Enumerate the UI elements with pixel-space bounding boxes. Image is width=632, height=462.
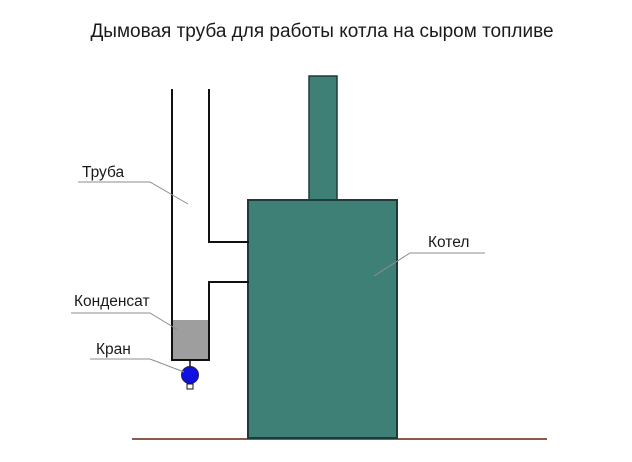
condensate-label: Конденсат (74, 293, 150, 310)
boiler-exhaust-stub (308, 75, 338, 201)
pipe-label: Труба (82, 164, 124, 181)
valve-leader-line (90, 358, 185, 373)
valve-label: Кран (96, 341, 131, 358)
condensate-fill (172, 320, 209, 360)
boiler-body (247, 199, 398, 439)
boiler-leader-line (373, 252, 485, 277)
pipe-leader-line (78, 181, 189, 205)
boiler-label: Котел (428, 234, 469, 251)
pipe-outline (171, 89, 249, 361)
diagram-title: Дымовая труба для работы котла на сыром … (90, 21, 553, 42)
valve-outlet (186, 383, 194, 390)
condensate-leader-line (71, 312, 179, 331)
valve-handle-icon[interactable] (181, 366, 199, 384)
